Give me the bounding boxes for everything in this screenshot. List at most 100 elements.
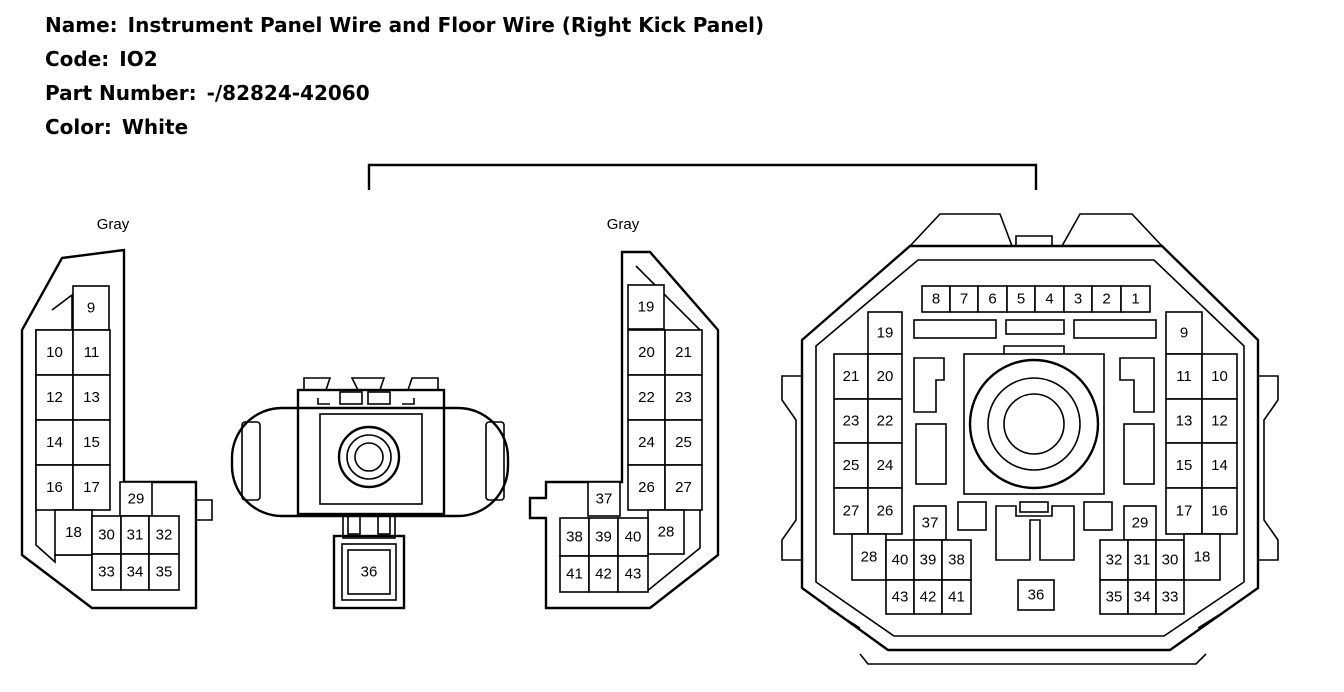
pin-label: 34 [127, 564, 144, 581]
pin-label: 21 [675, 344, 692, 361]
pin-label: 42 [920, 589, 937, 606]
pin-cell [851, 533, 887, 581]
pin-label: 37 [596, 491, 613, 508]
connector-bracket [367, 163, 1038, 190]
pin-cell [1201, 398, 1238, 444]
pin-label: 9 [1180, 325, 1188, 342]
pin-label: 4 [1045, 291, 1053, 308]
pin-cell [867, 442, 903, 489]
color-line: Color:White [45, 110, 764, 144]
pin-label: 31 [127, 527, 144, 544]
pin-label: 41 [948, 589, 965, 606]
pin-cell [72, 285, 110, 331]
pin-cell [627, 329, 666, 376]
pin-cell [941, 539, 972, 581]
pin-label: 11 [1176, 368, 1192, 385]
pin-label: 17 [1176, 503, 1193, 520]
pin-label: 29 [128, 491, 145, 508]
pin-label: 7 [960, 291, 968, 308]
pin-label: 40 [625, 529, 642, 546]
part-value: -/82824-42060 [206, 81, 370, 105]
pin-cell [1017, 579, 1055, 611]
pin-label: 26 [638, 479, 655, 496]
pin-cell [35, 374, 74, 421]
code-line: Code:IO2 [45, 42, 764, 76]
pin-label: 3 [1074, 291, 1082, 308]
pin-label: 18 [1194, 549, 1211, 566]
pin-label: 16 [1211, 503, 1228, 520]
pin-label: 19 [638, 299, 655, 316]
right-connector-outline [528, 250, 720, 610]
color-label: Color: [45, 115, 112, 139]
pin-label: 22 [877, 413, 894, 430]
pin-label: 17 [83, 479, 100, 496]
pin-cell [949, 285, 979, 313]
pin-cell [617, 517, 649, 557]
pin-label: 38 [948, 552, 965, 569]
pin-label: 35 [156, 564, 173, 581]
code-value: IO2 [119, 47, 158, 71]
big-connector-outline [800, 244, 1260, 652]
pin-label: 31 [1134, 552, 1151, 569]
pin-label: 21 [843, 368, 860, 385]
pin-cell [664, 374, 703, 421]
name-value: Instrument Panel Wire and Floor Wire (Ri… [127, 13, 765, 37]
pin-cell [347, 549, 391, 595]
pin-cell [1165, 311, 1203, 355]
pin-cell [587, 481, 621, 517]
pin-cell [913, 505, 947, 541]
pin-label: 42 [595, 566, 612, 583]
pin-label: 1 [1131, 291, 1139, 308]
pin-cell [148, 515, 180, 555]
pin-label: 20 [877, 368, 894, 385]
pin-cell [1091, 285, 1122, 313]
pin-label: 34 [1134, 589, 1151, 606]
pin-label: 35 [1106, 589, 1123, 606]
pin-cell [867, 311, 903, 355]
pin-cell [627, 284, 665, 330]
pin-label: 18 [65, 524, 82, 541]
part-label: Part Number: [45, 81, 197, 105]
pin-label: 24 [638, 434, 655, 451]
single-connector-body [230, 406, 510, 518]
part-line: Part Number: -/82824-42060 [45, 76, 764, 110]
pin-label: 14 [1211, 457, 1228, 474]
pin-cell [833, 398, 869, 444]
pin-cell [148, 553, 180, 591]
pin-cell [1165, 487, 1203, 535]
pin-cell [833, 353, 869, 400]
pin-label: 12 [46, 389, 63, 406]
pin-label: 39 [920, 552, 937, 569]
pin-label: 32 [156, 527, 173, 544]
pin-label: 23 [675, 389, 692, 406]
pin-label: 37 [922, 515, 939, 532]
pin-label: 8 [932, 291, 940, 308]
pin-label: 30 [98, 527, 115, 544]
pin-cell [1120, 285, 1151, 313]
pin-cell [35, 419, 74, 466]
pin-cell [1183, 533, 1221, 581]
pin-label: 27 [675, 479, 692, 496]
pin-label: 27 [843, 503, 860, 520]
pin-cell [617, 555, 649, 593]
pin-label: 6 [988, 291, 996, 308]
pin-label: 15 [1176, 457, 1193, 474]
pin-label: 26 [877, 503, 894, 520]
pin-label: 2 [1102, 291, 1110, 308]
pin-label: 16 [46, 479, 63, 496]
pin-label: 30 [1162, 552, 1179, 569]
left-color-note: Gray [97, 216, 130, 233]
pin-cell [54, 509, 93, 556]
pin-label: 36 [361, 564, 378, 581]
pin-cell [664, 329, 703, 376]
pin-label: 43 [892, 589, 909, 606]
pin-label: 15 [83, 434, 100, 451]
pin-cell [627, 464, 666, 511]
pin-label: 5 [1017, 291, 1025, 308]
pin-label: 20 [638, 344, 655, 361]
pin-label: 39 [595, 529, 612, 546]
